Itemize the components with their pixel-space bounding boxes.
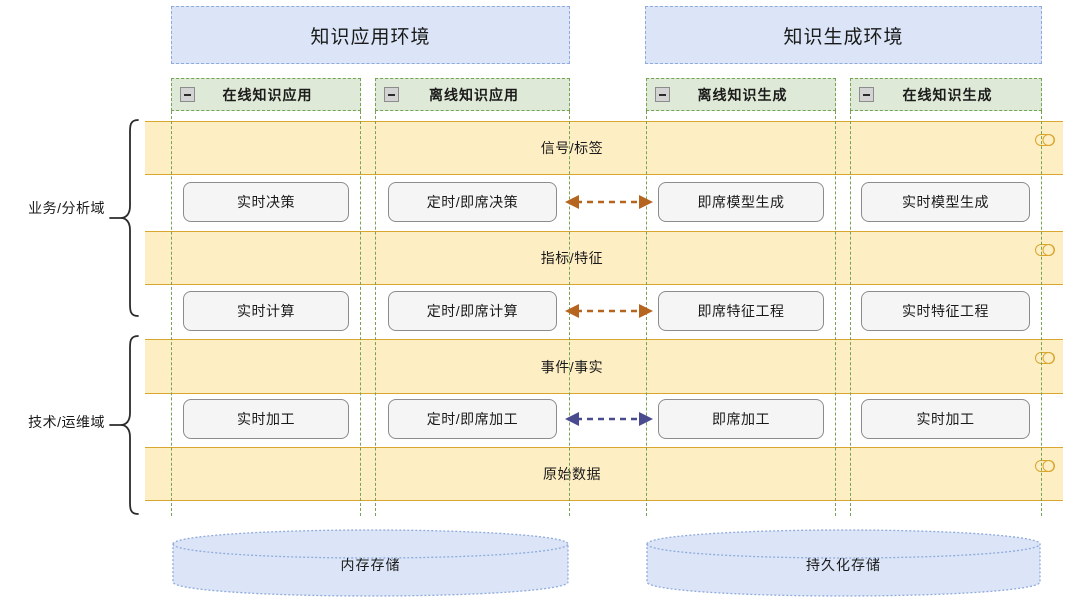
process-label: 实时计算 bbox=[237, 303, 295, 319]
band-event: 事件/事实 bbox=[145, 339, 1063, 394]
process-box[interactable]: 实时加工 bbox=[183, 399, 349, 439]
domain-label-business: 业务/分析域 bbox=[28, 200, 105, 216]
env-label: 知识应用环境 bbox=[310, 26, 431, 48]
storage-cylinder-persistent[interactable]: 持久化存储 bbox=[645, 528, 1042, 598]
process-label: 定时/即席决策 bbox=[426, 194, 519, 210]
process-label: 即席特征工程 bbox=[697, 303, 785, 319]
process-label: 即席加工 bbox=[712, 411, 770, 427]
band-label: 指标/特征 bbox=[540, 250, 604, 266]
process-box[interactable]: 即席加工 bbox=[658, 399, 824, 439]
band-label: 信号/标签 bbox=[540, 140, 604, 156]
bidirectional-arrow-decision bbox=[564, 192, 654, 212]
brace-business bbox=[108, 118, 140, 318]
storage-cylinder-memory[interactable]: 内存存储 bbox=[171, 528, 570, 598]
column-header-online-generate[interactable]: 在线知识生成 bbox=[850, 78, 1042, 111]
env-box-knowledge-application[interactable]: 知识应用环境 bbox=[171, 6, 570, 64]
process-box[interactable]: 即席特征工程 bbox=[658, 291, 824, 331]
process-box[interactable]: 实时加工 bbox=[861, 399, 1030, 439]
bidirectional-arrow-compute bbox=[564, 301, 654, 321]
band-label: 事件/事实 bbox=[540, 358, 604, 375]
process-box[interactable]: 实时决策 bbox=[183, 182, 349, 222]
band-raw: 原始数据 bbox=[145, 447, 1063, 501]
process-label: 定时/即席加工 bbox=[426, 411, 519, 427]
process-label: 实时加工 bbox=[237, 411, 295, 427]
process-label: 实时模型生成 bbox=[902, 194, 989, 210]
minus-box-icon[interactable] bbox=[180, 87, 195, 102]
column-header-label: 在线知识生成 bbox=[902, 86, 993, 103]
column-header-offline-apply[interactable]: 离线知识应用 bbox=[375, 78, 570, 111]
column-header-label: 离线知识生成 bbox=[697, 86, 788, 103]
band-label: 原始数据 bbox=[543, 466, 601, 482]
minus-box-icon[interactable] bbox=[655, 87, 670, 102]
band-metric: 指标/特征 bbox=[145, 231, 1063, 285]
domain-label-technical: 技术/运维域 bbox=[28, 414, 105, 430]
process-box[interactable]: 即席模型生成 bbox=[658, 182, 824, 222]
storage-label: 持久化存储 bbox=[806, 557, 881, 573]
process-box[interactable]: 定时/即席加工 bbox=[388, 399, 557, 439]
bidirectional-arrow-process bbox=[564, 409, 654, 429]
process-label: 即席模型生成 bbox=[697, 194, 785, 210]
storage-label: 内存存储 bbox=[340, 557, 401, 573]
database-cylinder-icon bbox=[1035, 134, 1055, 146]
band-signal: 信号/标签 bbox=[145, 121, 1063, 175]
process-box[interactable]: 定时/即席计算 bbox=[388, 291, 557, 331]
process-label: 定时/即席计算 bbox=[426, 303, 519, 319]
column-header-offline-generate[interactable]: 离线知识生成 bbox=[646, 78, 836, 111]
process-box[interactable]: 实时模型生成 bbox=[861, 182, 1030, 222]
env-box-knowledge-generation[interactable]: 知识生成环境 bbox=[645, 6, 1042, 64]
database-cylinder-icon bbox=[1035, 352, 1055, 364]
process-box[interactable]: 定时/即席决策 bbox=[388, 182, 557, 222]
minus-box-icon[interactable] bbox=[384, 87, 399, 102]
env-label: 知识生成环境 bbox=[783, 26, 904, 48]
process-box[interactable]: 实时特征工程 bbox=[861, 291, 1030, 331]
process-box[interactable]: 实时计算 bbox=[183, 291, 349, 331]
column-header-label: 离线知识应用 bbox=[429, 86, 519, 103]
process-label: 实时特征工程 bbox=[902, 303, 989, 319]
database-cylinder-icon bbox=[1035, 460, 1055, 472]
process-label: 实时加工 bbox=[916, 411, 975, 427]
process-label: 实时决策 bbox=[237, 194, 295, 210]
database-cylinder-icon bbox=[1035, 244, 1055, 256]
brace-technical bbox=[108, 334, 140, 516]
column-header-label: 在线知识应用 bbox=[222, 86, 313, 103]
column-header-online-apply[interactable]: 在线知识应用 bbox=[171, 78, 361, 111]
minus-box-icon[interactable] bbox=[859, 87, 874, 102]
